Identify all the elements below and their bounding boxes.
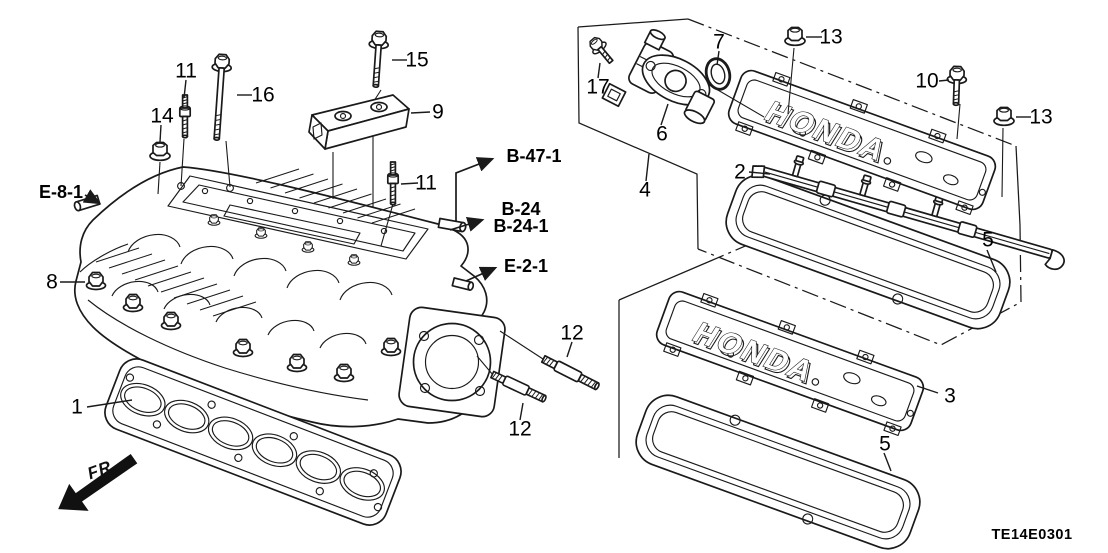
cooling-fins-upper — [255, 168, 416, 224]
throttle-body-flange — [398, 306, 506, 418]
bolt-10 — [946, 65, 968, 107]
leader-line — [986, 249, 997, 273]
reference-arrow — [82, 189, 102, 205]
fr-label: FR. — [85, 455, 120, 483]
part-callout-12: 12 — [560, 321, 584, 345]
leader-line — [400, 182, 419, 185]
ref-label-b-47-1: B-47-1 — [506, 146, 562, 166]
fr-arrow-icon — [58, 454, 138, 511]
bolt-17 — [585, 33, 614, 65]
part-callout-14: 14 — [150, 104, 174, 128]
stud-11-right — [386, 161, 400, 206]
leader-line — [86, 399, 133, 408]
nut-13-right — [993, 106, 1015, 127]
bolt-15 — [368, 30, 390, 89]
leader-line — [883, 452, 892, 472]
manifold-gasket-1 — [104, 358, 402, 526]
ref-label-b-24: B-24 — [501, 199, 541, 219]
leader-line — [183, 79, 187, 99]
part-callout-6: 6 — [656, 122, 668, 146]
lower-assembly-boundary — [618, 237, 765, 458]
part-callout-2: 2 — [734, 160, 746, 184]
leader-line — [916, 385, 939, 394]
stud-12-lower — [489, 369, 549, 405]
leader-line — [938, 79, 950, 82]
leader-line — [566, 341, 573, 358]
part-callout-1: 1 — [71, 395, 83, 419]
intake-manifold-body — [73, 166, 506, 428]
nut-14 — [149, 141, 171, 162]
stud-12-upper — [540, 353, 602, 393]
intake-runners — [79, 233, 393, 401]
part-callout-13: 13 — [1029, 105, 1053, 129]
part-callout-10: 10 — [915, 69, 939, 93]
part-callout-17: 17 — [586, 75, 610, 99]
leader-line — [645, 153, 650, 182]
ref-label-b-24-1: B-24-1 — [493, 216, 549, 236]
part-callout-15: 15 — [405, 48, 429, 72]
part-callout-8: 8 — [46, 270, 58, 294]
bolt-16 — [211, 53, 233, 141]
upper-cover-group — [717, 60, 1065, 340]
leader-lines-layer — [60, 36, 1031, 472]
part-callout-11: 11 — [175, 59, 197, 83]
leader-line — [410, 111, 431, 114]
leader-line — [748, 171, 771, 175]
nut-13-left — [784, 26, 806, 47]
diagram-code: TE14E0301 — [991, 526, 1073, 543]
leader-line — [716, 50, 720, 66]
o-ring-7 — [704, 57, 732, 91]
part-callout-11: 11 — [415, 171, 437, 195]
reference-arrow — [465, 266, 498, 282]
leader-line — [159, 124, 162, 143]
hardware — [149, 26, 1015, 405]
part-callout-3: 3 — [944, 384, 956, 408]
harness-bracket-9 — [308, 94, 410, 150]
part-callout-12: 12 — [508, 417, 532, 441]
ref-label-e-2-1: E-2-1 — [503, 256, 549, 276]
part-callout-7: 7 — [713, 30, 725, 54]
control-valve-6 — [601, 29, 716, 125]
part-callout-5: 5 — [879, 432, 891, 456]
ref-label-e-8-1: E-8-1 — [38, 182, 84, 202]
vacuum-port-e21 — [451, 277, 475, 291]
part-callout-5: 5 — [982, 228, 994, 252]
mounting-rail-2 — [751, 155, 1065, 271]
stud-11-left — [178, 94, 192, 139]
part-callout-13: 13 — [819, 25, 843, 49]
reference-arrow — [449, 217, 485, 232]
front-direction-indicator: FR. — [58, 454, 138, 511]
leader-line — [597, 62, 601, 79]
part-callout-4: 4 — [639, 178, 651, 202]
part-callout-16: 16 — [251, 83, 275, 107]
lower-cover-group — [627, 281, 930, 553]
part-callout-9: 9 — [432, 100, 444, 124]
leader-line — [519, 402, 524, 421]
leader-line — [660, 103, 669, 126]
reference-arrow — [455, 157, 495, 221]
